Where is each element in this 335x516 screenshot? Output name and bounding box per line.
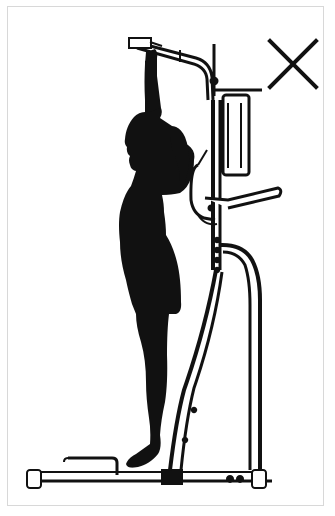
pull-up-bar (129, 38, 217, 100)
machine-base (27, 458, 272, 488)
woman-silhouette (119, 49, 194, 468)
x-mark-icon (266, 37, 320, 91)
